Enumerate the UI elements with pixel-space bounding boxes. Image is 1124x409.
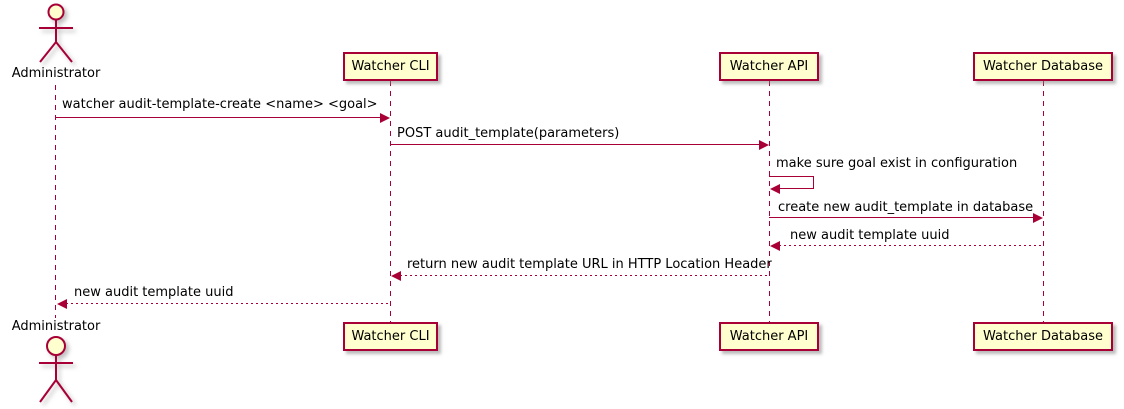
actor-administrator-bottom-icon bbox=[39, 336, 73, 403]
participant-watcher-database-top: Watcher Database bbox=[973, 52, 1113, 81]
message-label-6: return new audit template URL in HTTP Lo… bbox=[407, 257, 772, 272]
message-line-6 bbox=[400, 275, 769, 276]
self-loop-side bbox=[813, 176, 814, 189]
arrowhead-6 bbox=[391, 270, 401, 281]
actor-administrator-top-icon bbox=[39, 3, 73, 63]
actor-administrator-bottom-label: Administrator bbox=[11, 319, 101, 334]
lifeline-watcher-database bbox=[1043, 81, 1044, 322]
actor-administrator-top-label: Administrator bbox=[11, 66, 101, 81]
participant-watcher-cli-bottom: Watcher CLI bbox=[343, 322, 438, 351]
self-loop-top bbox=[769, 176, 814, 177]
participant-watcher-cli-top: Watcher CLI bbox=[343, 52, 438, 81]
lifeline-administrator bbox=[55, 85, 56, 318]
message-label-5: new audit template uuid bbox=[790, 228, 950, 243]
arrowhead-2 bbox=[759, 139, 769, 150]
message-label-2: POST audit_template(parameters) bbox=[397, 126, 620, 141]
message-label-4: create new audit_template in database bbox=[778, 200, 1034, 215]
message-line-5 bbox=[779, 245, 1043, 246]
lifeline-watcher-cli bbox=[390, 81, 391, 322]
message-label-3: make sure goal exist in configuration bbox=[776, 156, 1018, 171]
message-line-4 bbox=[769, 217, 1034, 218]
participant-watcher-api-top: Watcher API bbox=[719, 52, 819, 81]
arrowhead-5 bbox=[770, 240, 780, 251]
lifeline-watcher-api bbox=[769, 81, 770, 322]
message-line-1 bbox=[56, 117, 381, 118]
arrowhead-4 bbox=[1033, 212, 1043, 223]
participant-watcher-api-bottom: Watcher API bbox=[719, 322, 819, 351]
message-line-7 bbox=[66, 303, 390, 304]
self-loop-bottom bbox=[779, 188, 814, 189]
arrowhead-7 bbox=[57, 298, 67, 309]
arrowhead-3 bbox=[770, 183, 780, 194]
participant-watcher-database-bottom: Watcher Database bbox=[973, 322, 1113, 351]
message-line-2 bbox=[390, 144, 760, 145]
arrowhead-1 bbox=[380, 112, 390, 123]
message-label-1: watcher audit-template-create <name> <go… bbox=[62, 97, 378, 112]
message-label-7: new audit template uuid bbox=[74, 285, 234, 300]
